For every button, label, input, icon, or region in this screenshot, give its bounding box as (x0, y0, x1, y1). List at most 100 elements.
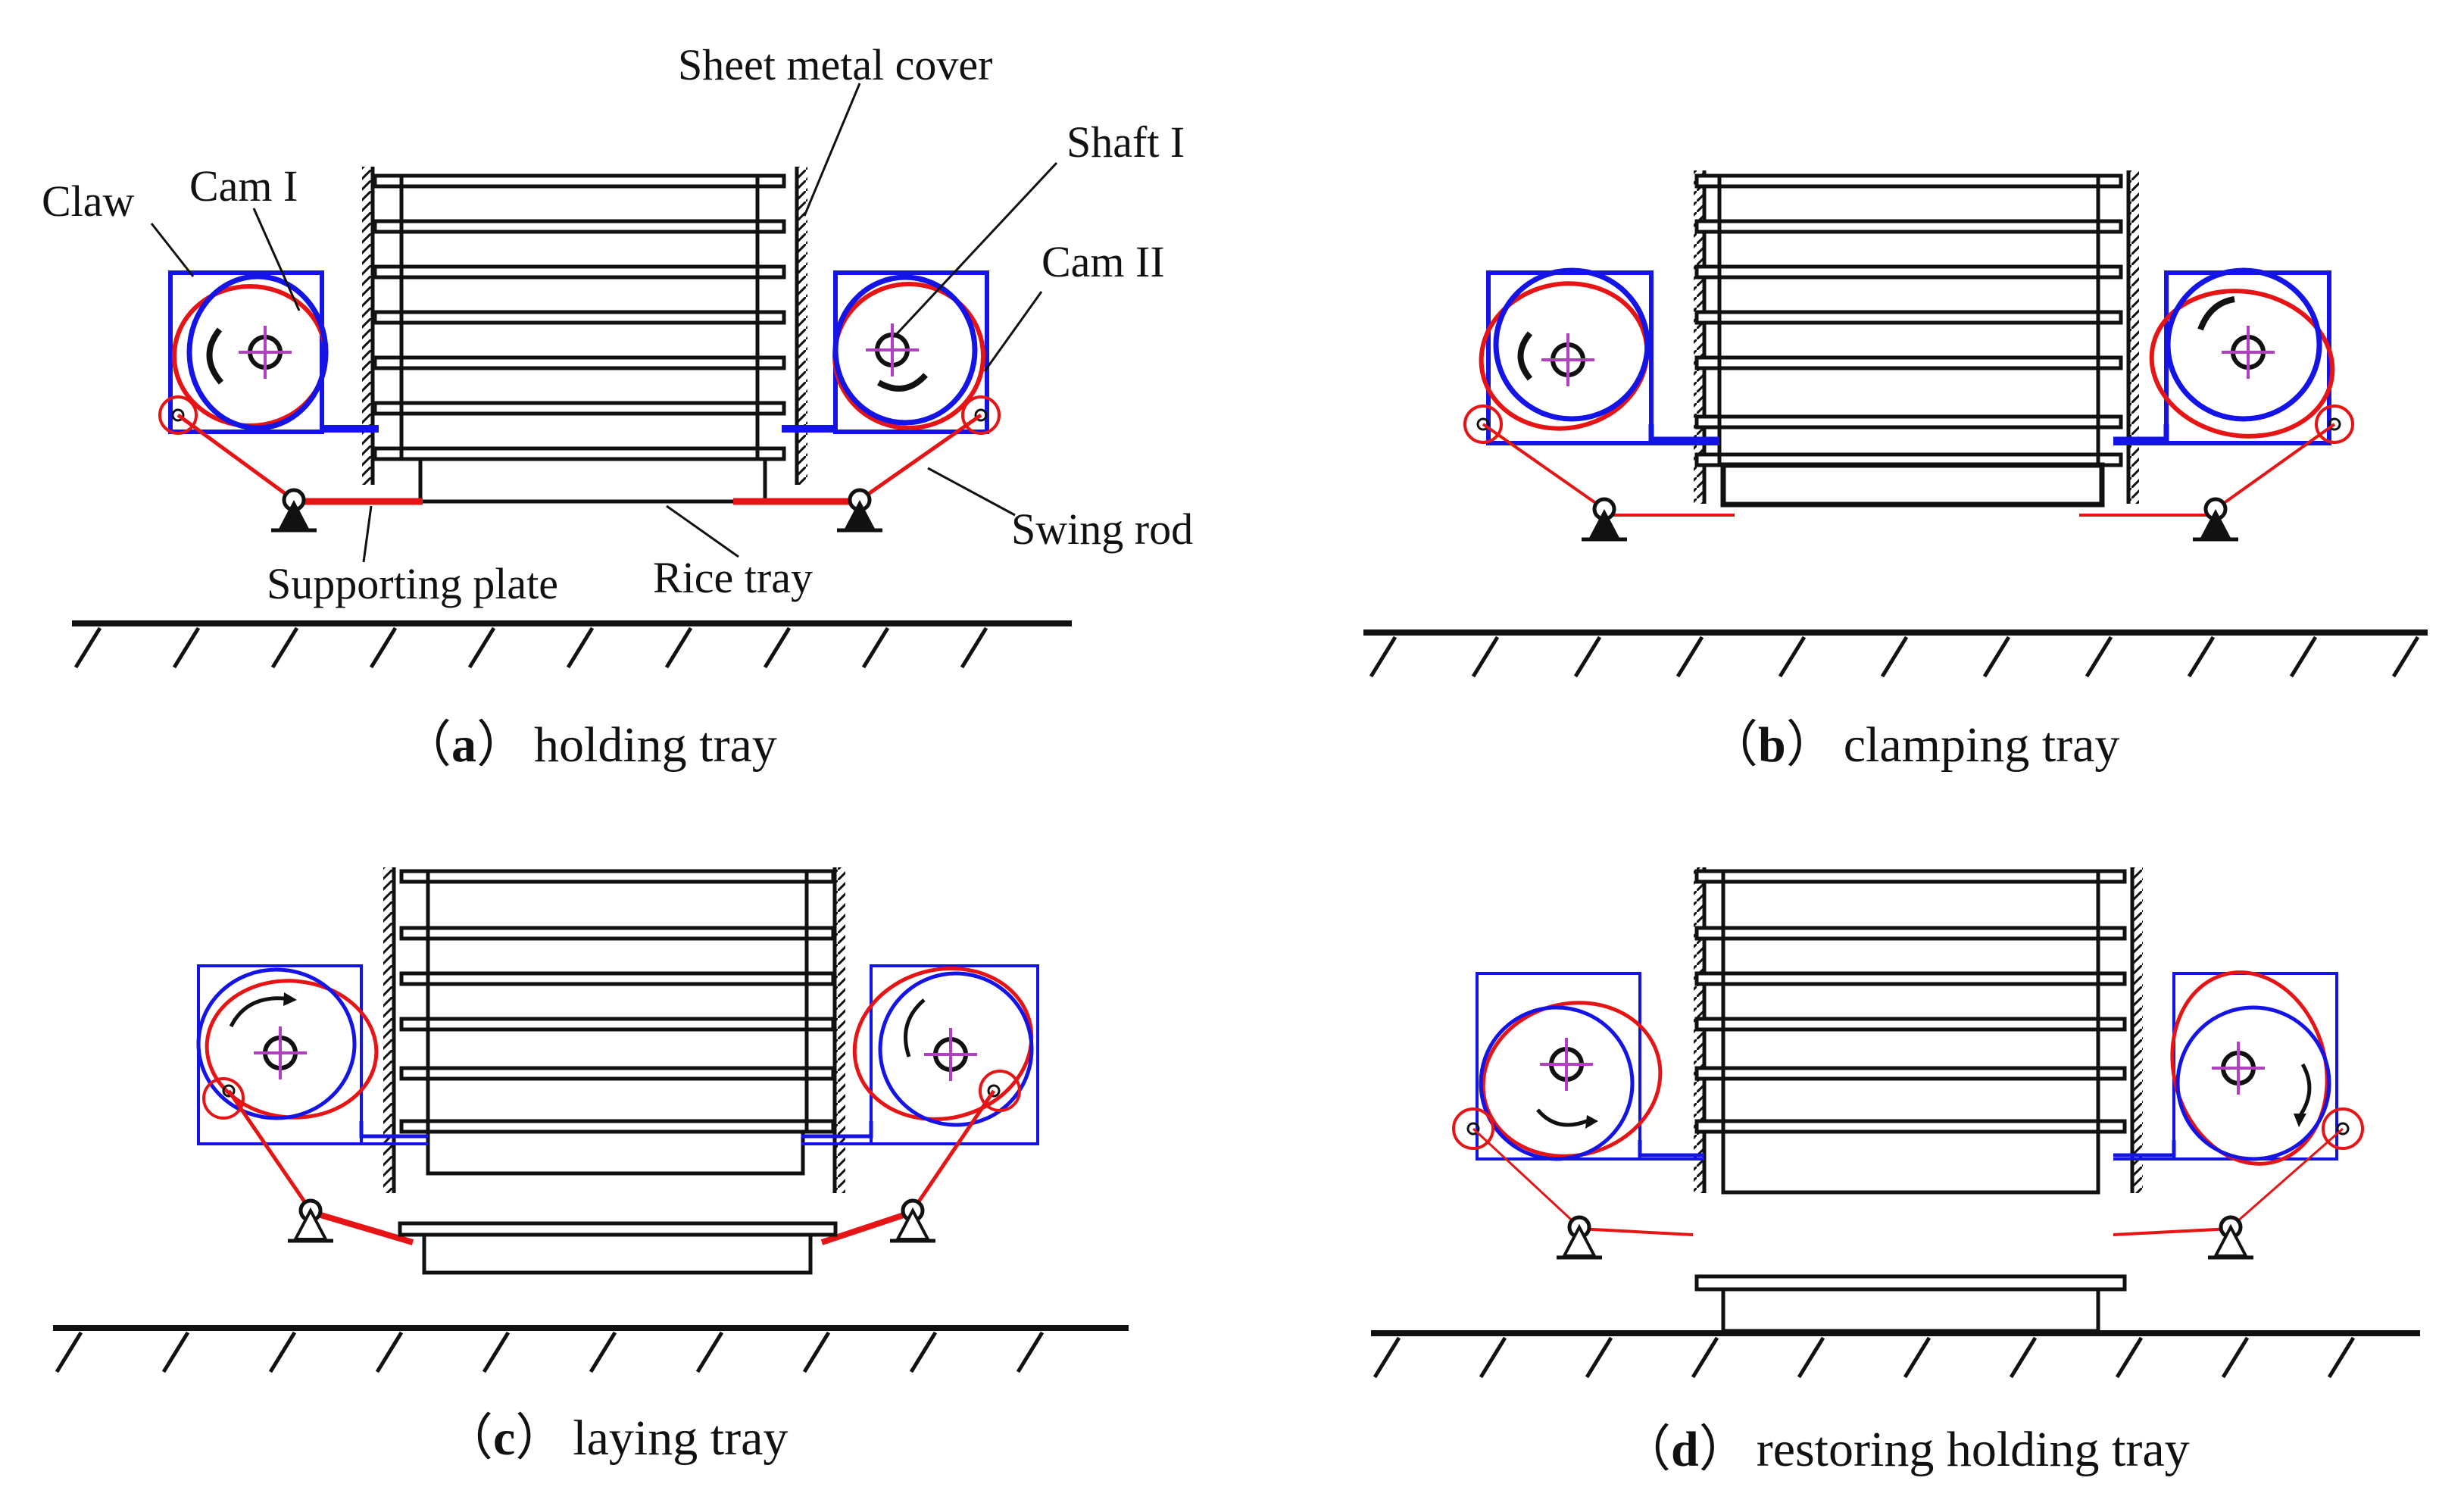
rice-tray-stack (1694, 173, 2123, 508)
caption-c: （c）laying tray (443, 1410, 788, 1466)
tray-shelf (373, 173, 786, 189)
label-rice-tray: Rice tray (653, 553, 813, 602)
pivot-support (837, 488, 882, 533)
ground-line (53, 1325, 1129, 1373)
tray-shelf (399, 971, 835, 986)
ground-hatch (369, 626, 398, 669)
right-claw-assembly (2113, 970, 2364, 1260)
tray-shelf (1694, 971, 2127, 986)
sheet-metal-cover-left (362, 167, 375, 485)
right-claw-assembly (801, 964, 1039, 1245)
rice-tray-body (418, 457, 767, 504)
sheet-metal-cover-right (2126, 170, 2139, 504)
tray-shelf (373, 264, 786, 280)
ground-hatch (1373, 1336, 1401, 1379)
pin (158, 395, 198, 435)
ground-line (1371, 1330, 2420, 1379)
tray-shelf (1694, 264, 2123, 280)
ground-hatch (763, 626, 792, 669)
caption-d: （d）restoring holding tray (1621, 1422, 2190, 1477)
leader-lines (150, 83, 1058, 563)
ground-line (1363, 629, 2428, 678)
tray-shelf (399, 1066, 835, 1081)
label-claw: Claw (42, 177, 135, 226)
left-claw-assembly (1463, 267, 1735, 542)
ground-hatch (1691, 1336, 1719, 1379)
ground-hatch (55, 1331, 83, 1373)
ground-hatch (1903, 1336, 1932, 1379)
panel-d-restoring-holding-tray: （d）restoring holding tray (1371, 867, 2420, 1477)
ground-hatch (1479, 1336, 1507, 1379)
ground-hatch (482, 1331, 511, 1373)
ground-hatch (1982, 636, 2011, 678)
ground-hatch (73, 626, 102, 669)
ground-hatch (566, 626, 595, 669)
ground-hatch (1369, 636, 1398, 678)
label-cam-i: Cam I (189, 161, 298, 211)
tray-shelf (1694, 414, 2123, 430)
ground-hatch (1471, 636, 1500, 678)
ground-hatch (2327, 1336, 2356, 1379)
ground-hatch (2009, 1336, 2038, 1379)
left-claw-assembly (1452, 972, 1704, 1260)
ground-hatch (1573, 636, 1602, 678)
label-cam-ii: Cam II (1042, 237, 1165, 286)
ground-hatch (375, 1331, 404, 1373)
claw-disc (186, 273, 329, 431)
rice-tray-body (1720, 462, 2105, 508)
rice-tray-body (426, 1129, 805, 1176)
tray-shelf (1694, 173, 2123, 189)
panel-b-clamping-tray: （b）clamping tray (1363, 170, 2428, 773)
ground-hatch (161, 1331, 190, 1373)
ground-hatch (172, 626, 201, 669)
tray-shelf (373, 355, 786, 370)
pin (961, 395, 1001, 435)
ground-hatch (2115, 1336, 2144, 1379)
claw (168, 270, 324, 434)
right-claw-assembly (2079, 267, 2354, 542)
ground-hatch (1797, 1336, 1825, 1379)
ground-hatch (1675, 636, 1704, 678)
sheet-metal-cover-left (383, 867, 396, 1193)
left-claw-assembly (158, 270, 423, 533)
left-claw-assembly (196, 964, 428, 1245)
label-shaft-i: Shaft I (1066, 117, 1185, 167)
ground-line (72, 620, 1072, 669)
caption-b: （b）clamping tray (1708, 717, 2119, 773)
rotation-arrow (877, 373, 928, 392)
right-claw-assembly (733, 270, 1001, 533)
rotation-arrow (206, 327, 224, 385)
label-swing-rod: Swing rod (1011, 505, 1193, 554)
panel-c-laying-tray: （c）laying tray (53, 867, 1129, 1466)
swing-rod (176, 413, 295, 502)
ground-hatch (960, 626, 988, 669)
tray-shelf (373, 219, 786, 234)
tray-shelf (1694, 926, 2127, 941)
ground-hatch (1778, 636, 1807, 678)
ground-hatch (2221, 1336, 2250, 1379)
ground-hatch (1585, 1336, 1613, 1379)
ground-hatch (2187, 636, 2216, 678)
ground-hatch (270, 626, 299, 669)
tray-shelf (399, 869, 835, 884)
tray-shelf (373, 310, 786, 325)
falling-tray (398, 1221, 838, 1275)
claw-disc (832, 274, 978, 426)
tray-shelf (1694, 219, 2123, 234)
ground-hatch (1880, 636, 1909, 678)
rice-tray-stack (373, 173, 786, 504)
ground-hatch (695, 1331, 724, 1373)
tray-shelf (1694, 1066, 2127, 1081)
panel-a-holding-tray: Sheet metal cover Shaft I Claw Cam I Cam… (42, 40, 1193, 773)
rice-tray-stack (399, 869, 835, 1176)
ground-hatch (1016, 1331, 1045, 1373)
ground-hatch (268, 1331, 297, 1373)
rice-tray-stack (1694, 869, 2127, 1195)
ground-hatch (589, 1331, 617, 1373)
tray-shelf (1694, 310, 2123, 325)
laid-tray (1694, 1274, 2127, 1333)
sheet-metal-cover-right (2130, 867, 2143, 1193)
pivot-support (271, 488, 317, 533)
